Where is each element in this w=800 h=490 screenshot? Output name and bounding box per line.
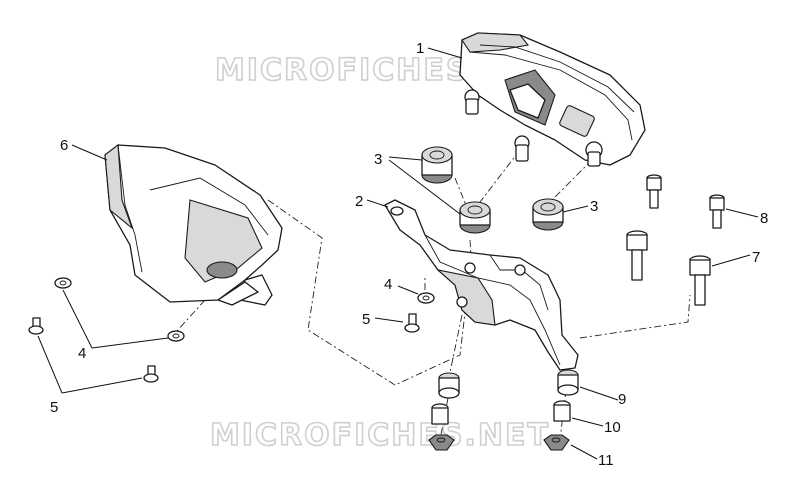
callout-5-center: 5 — [362, 311, 370, 328]
dash-line-meter-stud-right — [551, 159, 593, 201]
washer-left-a — [54, 277, 72, 289]
callout-6: 6 — [60, 137, 68, 154]
grommet-left — [438, 372, 460, 399]
washer-left-b — [167, 330, 185, 342]
part-2-mounting-bracket — [384, 199, 579, 371]
callout-labels: 1 2 3 3 4 4 5 5 6 7 8 9 10 11 — [50, 40, 768, 469]
callout-10: 10 — [604, 419, 621, 436]
washer-center — [417, 292, 435, 304]
callout-11: 11 — [598, 452, 614, 469]
callout-1: 1 — [416, 40, 424, 57]
part-4-washers — [54, 277, 435, 342]
part-11-nuts — [428, 434, 570, 451]
dash-line-cover-washer — [175, 299, 206, 333]
callout-2: 2 — [355, 193, 363, 210]
part-6-rear-cover — [104, 143, 283, 306]
damper-rubber-right — [532, 198, 564, 231]
part-9-grommets — [438, 369, 579, 399]
callout-7: 7 — [752, 249, 760, 266]
dash-line-bolt-7 — [579, 294, 691, 339]
screw-left-b — [143, 365, 159, 383]
callout-4-center: 4 — [384, 276, 392, 293]
part-1-instrument-cluster — [459, 32, 646, 167]
part-3-damper-rubbers — [421, 146, 564, 234]
dash-line-bracket-to-grommet — [447, 314, 463, 383]
damper-rubber-left — [459, 201, 491, 234]
callout-3-top: 3 — [374, 151, 382, 168]
callout-9: 9 — [618, 391, 626, 408]
screw-center — [404, 313, 420, 333]
part-8-bolt — [646, 174, 725, 229]
callout-4-left: 4 — [78, 345, 86, 362]
callout-8: 8 — [760, 210, 768, 227]
part-5-screws — [28, 313, 420, 383]
watermark-bottom: MICROFICHES.NET — [210, 418, 550, 453]
screw-left-a — [28, 317, 44, 335]
callout-5-left: 5 — [50, 399, 58, 416]
leader-lines — [37, 47, 759, 460]
grommet-right — [557, 369, 579, 396]
part-10-bushes — [431, 400, 571, 425]
part-7-spacer-bolts — [626, 230, 711, 306]
callout-3-right: 3 — [590, 198, 598, 215]
dash-line-meter-stud-left — [469, 149, 521, 216]
damper-rubber-top — [421, 146, 453, 184]
dash-line-cover-to-bracket — [267, 199, 471, 386]
